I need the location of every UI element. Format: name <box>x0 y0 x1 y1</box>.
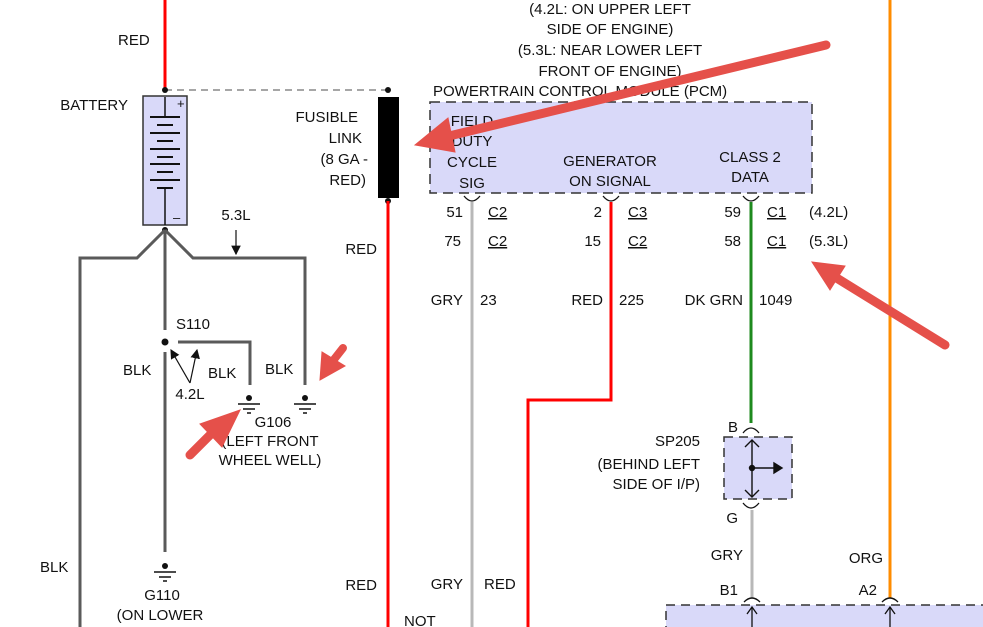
ground-wire-5-3l <box>163 228 307 385</box>
annotation-arrowhead <box>811 261 846 291</box>
pcm-location: SIDE OF ENGINE) <box>547 21 674 38</box>
fusible-link-label: LINK <box>329 130 362 147</box>
wire-color-label: GRY <box>711 547 743 564</box>
connector-id: C2 <box>628 233 647 250</box>
annotation-arrowhead <box>319 351 346 381</box>
fusible-link <box>378 97 399 198</box>
circuit-label: CLASS 2 <box>719 149 781 166</box>
pcm-location: (5.3L: NEAR LOWER LEFT <box>518 42 702 59</box>
annotation-arrows <box>185 40 950 460</box>
splice-pack-name: SP205 <box>655 433 700 450</box>
annotation-arrowhead <box>413 117 456 153</box>
pcm-location: (4.2L: ON UPPER LEFT <box>529 1 691 18</box>
wire-color-label: DK GRN <box>685 292 743 309</box>
connector-id: C2 <box>488 204 507 221</box>
annotation-arrow-class2 <box>830 272 950 350</box>
branch-label-5-3l: 5.3L <box>221 207 250 224</box>
pcm-module <box>429 101 813 194</box>
annotation-arrow-fusible-link <box>440 40 831 142</box>
lower-module <box>665 604 983 627</box>
connector-terminal <box>742 502 760 509</box>
variant-arrow <box>170 348 191 384</box>
ground-icon <box>238 395 260 414</box>
wire-color-label: RED <box>571 292 603 309</box>
pin-label: B1 <box>720 582 738 599</box>
wire-color-label: GRY <box>431 292 463 309</box>
pin-number: 58 <box>724 233 741 250</box>
variant-arrow <box>189 348 200 384</box>
splice-pack-location: (BEHIND LEFT <box>597 456 700 473</box>
connector-terminals <box>746 605 896 627</box>
wire-color-label: RED <box>345 577 377 594</box>
ground-g106-location: (LEFT FRONT <box>221 433 318 450</box>
engine-variant: (4.2L) <box>809 204 848 221</box>
battery-minus: – <box>173 210 181 225</box>
circuit-label: ON SIGNAL <box>569 173 651 190</box>
ground-wire-g106 <box>178 340 252 385</box>
pin-label: A2 <box>859 582 877 599</box>
connector-id: C1 <box>767 204 786 221</box>
pin-number: 15 <box>584 233 601 250</box>
wire-color-label: BLK <box>123 362 151 379</box>
battery-wire-color: RED <box>118 32 150 49</box>
pin-number: 59 <box>724 204 741 221</box>
junction-dot <box>385 87 391 93</box>
circuit-number: 225 <box>619 292 644 309</box>
pcm-circuit-field-duty: FIELD DUTY CYCLE SIG <box>447 113 497 192</box>
fusible-link-label: (8 GA - <box>320 151 368 168</box>
battery-icon: + – <box>142 95 188 226</box>
splice-label: S110 <box>176 316 210 333</box>
splice-variant-label: 4.2L <box>175 386 204 403</box>
red-wire-225 <box>526 202 613 627</box>
ground-g106-name: G106 <box>255 414 292 431</box>
pin-label: B <box>728 419 738 436</box>
ground-g106-location: WHEEL WELL) <box>219 452 322 469</box>
pin-number: 51 <box>446 204 463 221</box>
circuit-number: 23 <box>480 292 497 309</box>
pin-number: 2 <box>594 204 602 221</box>
circuit-label: GENERATOR <box>563 153 657 170</box>
connector-terminal <box>742 427 760 434</box>
connector-terminal <box>881 597 899 603</box>
connector-id: C2 <box>488 233 507 250</box>
connector-terminals <box>463 195 760 202</box>
circuit-label: SIG <box>459 175 485 192</box>
splice-s110 <box>161 338 169 346</box>
wire-color-label: GRY <box>431 576 463 593</box>
circuit-number: 1049 <box>759 292 792 309</box>
splice-pack-arrows-icon <box>744 439 784 498</box>
wire-color-label: ORG <box>849 550 883 567</box>
connector-id: C1 <box>767 233 786 250</box>
connector-id: C3 <box>628 204 647 221</box>
wire-color-label: BLK <box>208 365 236 382</box>
pcm-title: POWERTRAIN CONTROL MODULE (PCM) <box>433 83 727 100</box>
battery-section: RED BATTERY + – <box>60 0 391 226</box>
splice-pack-location: SIDE OF I/P) <box>612 476 700 493</box>
fusible-link-label: RED) <box>329 172 366 189</box>
wire-color-label: BLK <box>40 559 68 576</box>
ground-g110-name: G110 <box>144 587 180 604</box>
battery-label: BATTERY <box>60 97 128 114</box>
connector-terminal <box>743 597 761 603</box>
pcm-location: FRONT OF ENGINE) <box>538 63 681 80</box>
wire-color-label: RED <box>484 576 516 593</box>
junction-dot <box>162 87 168 93</box>
wire-color-label: RED <box>345 241 377 258</box>
ground-g110-location: (ON LOWER <box>117 607 204 624</box>
engine-variant: (5.3L) <box>809 233 848 250</box>
ground-wire-left <box>78 228 167 627</box>
ground-circuits <box>78 227 307 627</box>
wire-color-label: BLK <box>265 361 293 378</box>
pin-label: G <box>726 510 738 527</box>
partial-label: NOT <box>404 613 436 627</box>
battery-plus: + <box>177 96 185 111</box>
circuit-label: CYCLE <box>447 154 497 171</box>
annotation-arrowhead <box>199 409 241 448</box>
circuit-label: DATA <box>731 169 769 186</box>
ground-icon <box>154 563 176 582</box>
ground-icon <box>294 395 316 414</box>
fusible-link-label: FUSIBLE <box>295 109 358 126</box>
pin-number: 75 <box>444 233 461 250</box>
